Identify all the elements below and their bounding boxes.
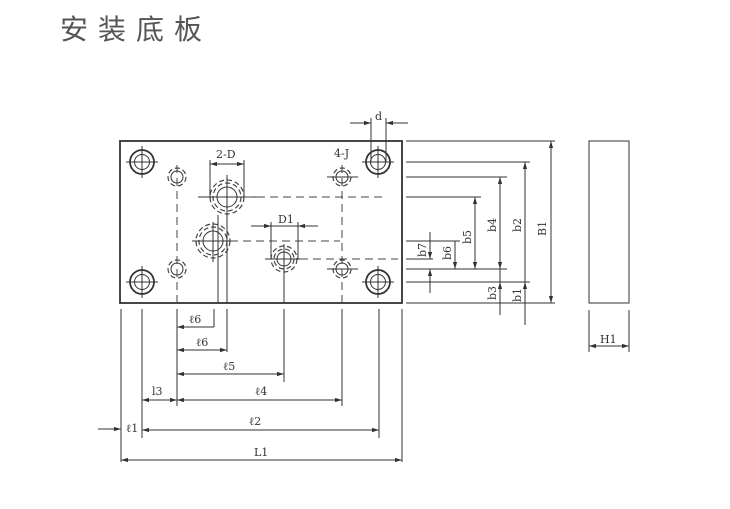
dim-H1: H1 — [588, 310, 630, 352]
label-l6-a: ℓ6 — [189, 313, 201, 326]
corner-hole-top-left — [126, 146, 158, 178]
label-H1: H1 — [600, 333, 617, 346]
label-4-J: 4-J — [334, 147, 349, 160]
label-B1: B1 — [536, 221, 549, 236]
label-d: d — [375, 110, 382, 123]
dim-b4: b4 — [486, 177, 503, 269]
label-l2: ℓ2 — [249, 415, 261, 428]
label-b1: b1 — [511, 288, 524, 302]
dim-D1: D1 — [251, 213, 318, 259]
dim-l1: ℓ1 — [98, 422, 138, 435]
label-2-D: 2-D — [216, 148, 236, 161]
port-hole-lower — [192, 222, 232, 262]
page-title: 安装底板 — [60, 13, 213, 46]
dim-b2: b2 — [511, 162, 528, 303]
dim-b3: b3 — [486, 269, 503, 315]
bottom-extension-lines — [120, 309, 403, 462]
label-D1: D1 — [278, 213, 294, 226]
dim-2-D: 2-D — [209, 148, 245, 197]
corner-hole-bottom-left — [126, 266, 158, 298]
label-b6: b6 — [441, 246, 454, 260]
corner-hole-top-right — [362, 146, 394, 178]
label-b4: b4 — [486, 218, 499, 232]
label-b5: b5 — [461, 230, 474, 244]
label-b3: b3 — [486, 286, 499, 300]
dim-b1: b1 — [511, 282, 528, 325]
dim-b7: b7 — [416, 232, 433, 293]
dim-L1: L1 — [121, 446, 402, 463]
dim-d: d — [350, 110, 408, 162]
right-extension-lines — [406, 140, 555, 304]
corner-hole-bottom-right — [362, 266, 394, 298]
dim-l5: ℓ5 — [177, 360, 284, 377]
dim-B1: B1 — [536, 141, 554, 303]
label-l4: ℓ4 — [255, 385, 267, 398]
label-l5: ℓ5 — [223, 360, 235, 373]
label-l1: ℓ1 — [126, 422, 138, 435]
centerlines — [176, 165, 398, 302]
dim-l4: ℓ4 — [177, 385, 342, 403]
dim-b5: b5 — [461, 197, 478, 269]
label-b2: b2 — [511, 218, 524, 232]
side-view-outline — [588, 140, 630, 304]
plate-outline — [119, 140, 403, 304]
dim-l2: ℓ2 — [142, 415, 379, 433]
dim-l6-b: ℓ6 — [177, 336, 227, 353]
label-L1: L1 — [254, 446, 268, 459]
dim-l6-a: ℓ6 — [177, 313, 214, 330]
label-l3: l3 — [152, 385, 163, 398]
dim-b6: b6 — [441, 241, 458, 269]
label-l6-b: ℓ6 — [196, 336, 208, 349]
dim-l3: l3 — [142, 385, 177, 403]
label-b7: b7 — [416, 243, 429, 257]
